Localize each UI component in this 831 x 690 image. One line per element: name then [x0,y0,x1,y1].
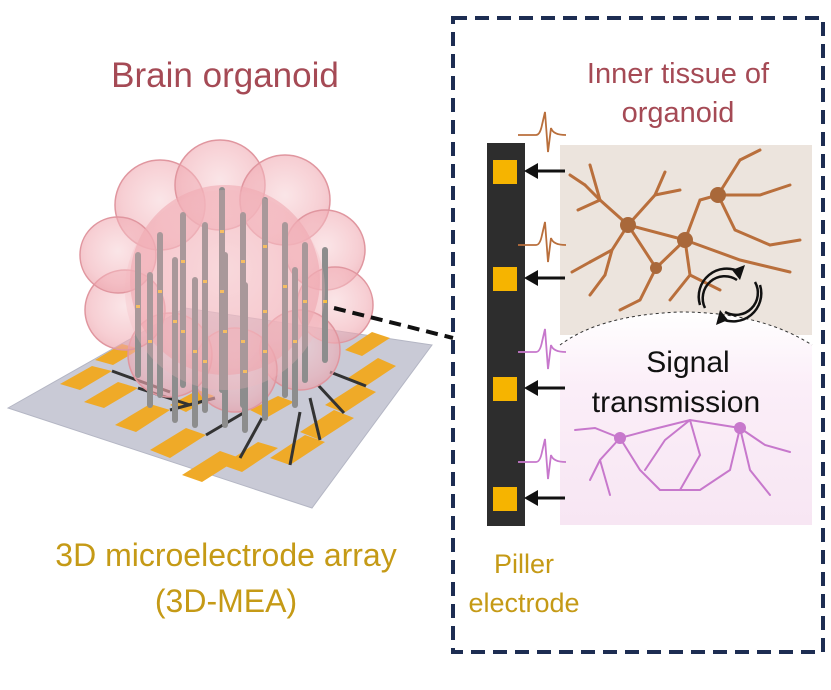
brain-organoid-icon [79,139,374,433]
pillar-electrode-bar [487,143,525,526]
electrode-label-line2: electrode [468,588,579,618]
signal-label-line1: Signal [646,346,729,379]
inner-tissue-label-line2: organoid [622,97,735,129]
pink-neuron-icon [574,418,791,496]
zoom-connector-line [333,306,454,340]
electrode-label-line1: Piller [494,549,554,579]
mea-label-line1: 3D microelectrode array [55,537,396,573]
pink-tissue-region [560,312,812,525]
inner-tissue-label-line1: Inner tissue of [587,58,770,90]
neuron-icon [568,148,802,312]
arrow-left-icon [535,169,565,500]
organoid-title: Brain organoid [111,56,339,95]
signal-label-line2: transmission [592,386,760,419]
signal-spike-icon [518,111,567,480]
electrode-pads [493,160,517,511]
mea-label-line2: (3D-MEA) [155,583,297,619]
cycle-arrows-icon [697,267,763,323]
zoom-frame [451,16,825,654]
